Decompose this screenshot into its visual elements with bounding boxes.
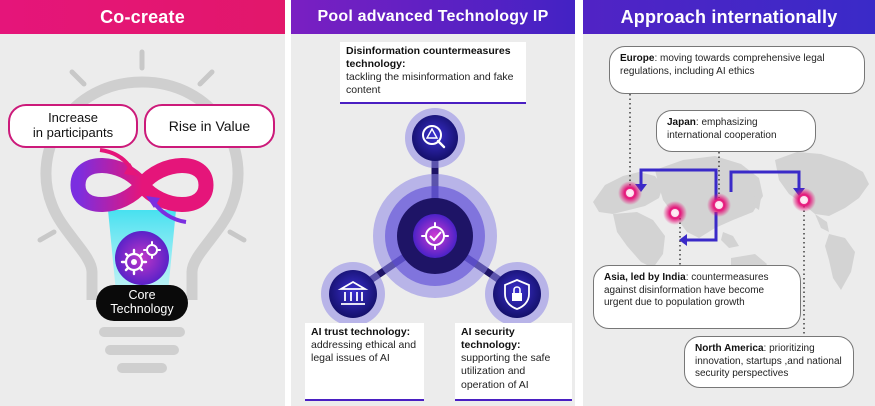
asia-callout: Asia, led by India: countermeasures agai… xyxy=(593,265,801,329)
cooperation-arrows xyxy=(639,168,801,242)
disinformation-title: Disinformation countermeasures technolog… xyxy=(346,45,511,71)
europe-label: Europe xyxy=(620,53,655,64)
approach-panel: Approach internationally xyxy=(583,0,875,406)
ai-trust-body: addressing ethical and legal issues of A… xyxy=(311,339,417,365)
ai-security-title: AI security technology: xyxy=(461,326,521,352)
ai-trust-textbox: AI trust technology: addressing ethical … xyxy=(305,323,424,401)
japan-callout: Japan: emphasizing international coopera… xyxy=(656,110,816,152)
pool-header: Pool advanced Technology IP xyxy=(291,0,575,34)
japan-text: : emphasizing international cooperation xyxy=(667,117,777,141)
bulb-outline xyxy=(40,76,244,300)
rise-in-value-label: Rise in Value xyxy=(168,117,251,134)
cocreate-header: Co-create xyxy=(0,0,285,34)
north-america-label: North America xyxy=(695,343,764,354)
cocreate-panel: Co-create xyxy=(0,0,285,406)
alert-magnifier-icon xyxy=(422,125,446,149)
rise-in-value-pill: Rise in Value xyxy=(144,104,275,148)
technology-network-diagram xyxy=(321,108,549,326)
center-node xyxy=(373,174,497,298)
increase-participants-pill: Increase in participants xyxy=(8,104,138,148)
ai-trust-title: AI trust technology: xyxy=(311,326,411,338)
core-technology-badge: Core Technology xyxy=(96,285,188,321)
check-gear-icon xyxy=(421,222,449,250)
disinformation-node xyxy=(405,108,465,168)
core-technology-label: Core Technology xyxy=(110,288,174,316)
world-map-icon xyxy=(593,94,869,337)
europe-text: : moving towards comprehensive legal reg… xyxy=(620,53,825,77)
bulb-base xyxy=(99,327,185,373)
japan-label: Japan xyxy=(667,117,696,128)
disinformation-body: tackling the misinformation and fake con… xyxy=(346,71,514,97)
north-america-callout: North America: prioritizing innovation, … xyxy=(684,336,854,388)
shield-lock-icon xyxy=(504,279,530,310)
asia-text: : countermeasures against disinformation… xyxy=(604,272,769,308)
bank-icon xyxy=(337,280,369,305)
north-america-text: : prioritizing innovation, startups ,and… xyxy=(695,343,842,379)
europe-callout: Europe: moving towards comprehensive leg… xyxy=(609,46,865,94)
ai-security-textbox: AI security technology: supporting the s… xyxy=(455,323,572,401)
gear-icon xyxy=(115,231,169,285)
disinformation-textbox: Disinformation countermeasures technolog… xyxy=(340,42,526,104)
leader-lines xyxy=(629,94,805,337)
region-markers xyxy=(618,181,816,225)
lightbulb-icon xyxy=(29,49,255,373)
increase-participants-label: Increase in participants xyxy=(32,110,114,140)
ai-security-node xyxy=(485,262,549,326)
ai-trust-node xyxy=(321,262,385,326)
approach-header: Approach internationally xyxy=(583,0,875,34)
ai-security-body: supporting the safe utilization and oper… xyxy=(461,352,551,391)
pool-panel: Pool advanced Technology IP xyxy=(291,0,575,406)
infinity-arrows-icon xyxy=(70,148,214,224)
asia-label: Asia, led by India xyxy=(604,272,686,283)
